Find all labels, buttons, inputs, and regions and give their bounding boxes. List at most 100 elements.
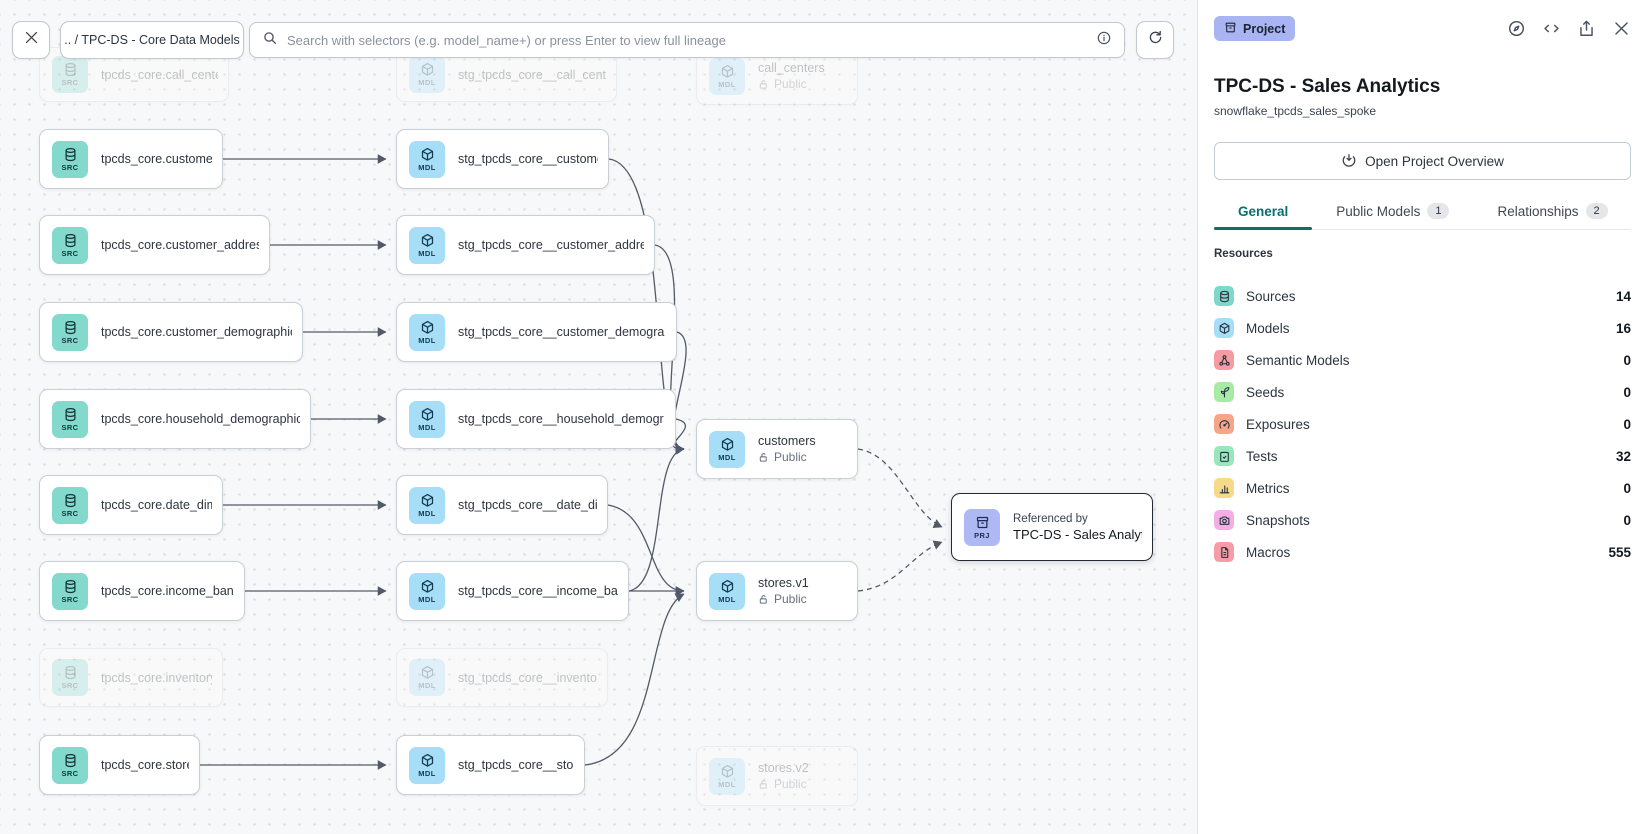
refresh-icon	[1147, 29, 1164, 51]
project-schema-subtitle: snowflake_tpcds_sales_spoke	[1214, 104, 1377, 118]
project-type-badge: Project	[1214, 16, 1296, 41]
src-badge-icon: SRC	[52, 313, 88, 351]
edge-pub_customers-to-prj_sales_analytics	[857, 448, 943, 529]
search-input[interactable]	[287, 32, 1087, 48]
node-kicker: Referenced by	[1013, 512, 1088, 525]
file-icon	[1214, 542, 1234, 562]
code-icon[interactable]	[1540, 18, 1562, 40]
node-label: stg_tpcds_core__inventory	[458, 670, 597, 685]
node-label: stores.v1	[758, 576, 809, 590]
tab-label: Relationships	[1497, 203, 1579, 219]
mdl-badge-icon: MDL	[409, 746, 445, 784]
resource-label: Seeds	[1246, 384, 1285, 400]
node-label: stg_tpcds_core__customer_address	[458, 238, 644, 252]
node-label: tpcds_core.household_demographics	[101, 412, 300, 426]
resource-count: 0	[1623, 480, 1631, 496]
breadcrumb[interactable]: .. / TPC-DS - Core Data Models	[60, 21, 244, 59]
gauge-icon	[1214, 414, 1234, 434]
resource-label: Exposures	[1246, 416, 1310, 432]
edge-pub_stores_v1-to-prj_sales_analytics	[857, 540, 943, 592]
graph-node-src_customer[interactable]: SRC tpcds_core.customer	[39, 129, 223, 189]
breadcrumb-label: .. / TPC-DS - Core Data Models	[64, 33, 240, 47]
mdl-badge-icon: MDL	[409, 486, 445, 524]
info-icon[interactable]	[1096, 30, 1112, 51]
tab-general[interactable]: General	[1214, 193, 1313, 230]
semantic-icon	[1214, 350, 1234, 370]
resource-count: 0	[1623, 384, 1631, 400]
src-badge-icon: SRC	[52, 140, 88, 178]
edge-stg_store-to-pub_stores_v1	[584, 593, 685, 766]
graph-node-stg_customer_address[interactable]: MDL stg_tpcds_core__customer_address	[396, 215, 655, 275]
refresh-lineage-button[interactable]	[1136, 21, 1174, 59]
node-label: stg_tpcds_core__income_band	[458, 584, 618, 598]
graph-node-stg_date_dim[interactable]: MDL stg_tpcds_core__date_dim	[396, 475, 608, 535]
prj-badge-icon: PRJ	[964, 508, 1000, 546]
node-label: stg_tpcds_core__date_dim	[458, 498, 597, 512]
graph-node-stg_customer[interactable]: MDL stg_tpcds_core__customer	[396, 129, 609, 189]
mdl-badge-icon: MDL	[409, 572, 445, 610]
mdl-badge-icon: MDL	[709, 430, 745, 468]
share-icon[interactable]	[1575, 18, 1597, 40]
node-label: stg_tpcds_core__customer	[458, 152, 598, 166]
database-icon	[1214, 286, 1234, 306]
resource-label: Metrics	[1246, 480, 1290, 496]
node-access-public: Public	[758, 77, 825, 91]
graph-node-stg_store[interactable]: MDL stg_tpcds_core__store	[396, 735, 585, 795]
lock-open-icon	[758, 594, 769, 605]
resource-row-metrics: Metrics 0	[1214, 472, 1631, 504]
project-badge-label: Project	[1243, 21, 1286, 36]
edge-stg_customer_demographics-to-pub_customers	[672, 331, 687, 454]
node-label: stg_tpcds_core__store	[458, 758, 574, 772]
overview-icon	[1341, 152, 1357, 171]
close-icon	[23, 29, 40, 51]
page-title: TPC-DS - Sales Analytics	[1214, 76, 1441, 97]
lock-open-icon	[758, 779, 769, 790]
resource-label: Models	[1246, 320, 1290, 336]
mdl-badge-icon: MDL	[409, 140, 445, 178]
open-project-overview-button[interactable]: Open Project Overview	[1214, 142, 1631, 180]
resource-row-seeds: Seeds 0	[1214, 376, 1631, 408]
node-label: tpcds_core.store	[101, 758, 189, 772]
panel-header: Project	[1214, 16, 1632, 41]
src-badge-icon: SRC	[52, 659, 88, 696]
close-lineage-button[interactable]	[12, 21, 50, 59]
resource-count: 32	[1615, 448, 1631, 464]
mdl-badge-icon: MDL	[709, 57, 745, 95]
cube-icon	[1214, 318, 1234, 338]
mdl-badge-icon: MDL	[409, 226, 445, 264]
edge-stg_date_dim-to-pub_stores_v1	[607, 504, 685, 596]
graph-node-stg_income_band[interactable]: MDL stg_tpcds_core__income_band	[396, 561, 629, 621]
close-panel-icon[interactable]	[1610, 18, 1632, 40]
tab-label: Public Models	[1336, 203, 1421, 219]
node-label: tpcds_core.customer	[101, 152, 212, 166]
node-label: tpcds_core.income_band	[101, 584, 234, 598]
resource-label: Sources	[1246, 288, 1296, 304]
explore-lineage-icon[interactable]	[1505, 18, 1527, 40]
search-icon	[262, 30, 278, 51]
